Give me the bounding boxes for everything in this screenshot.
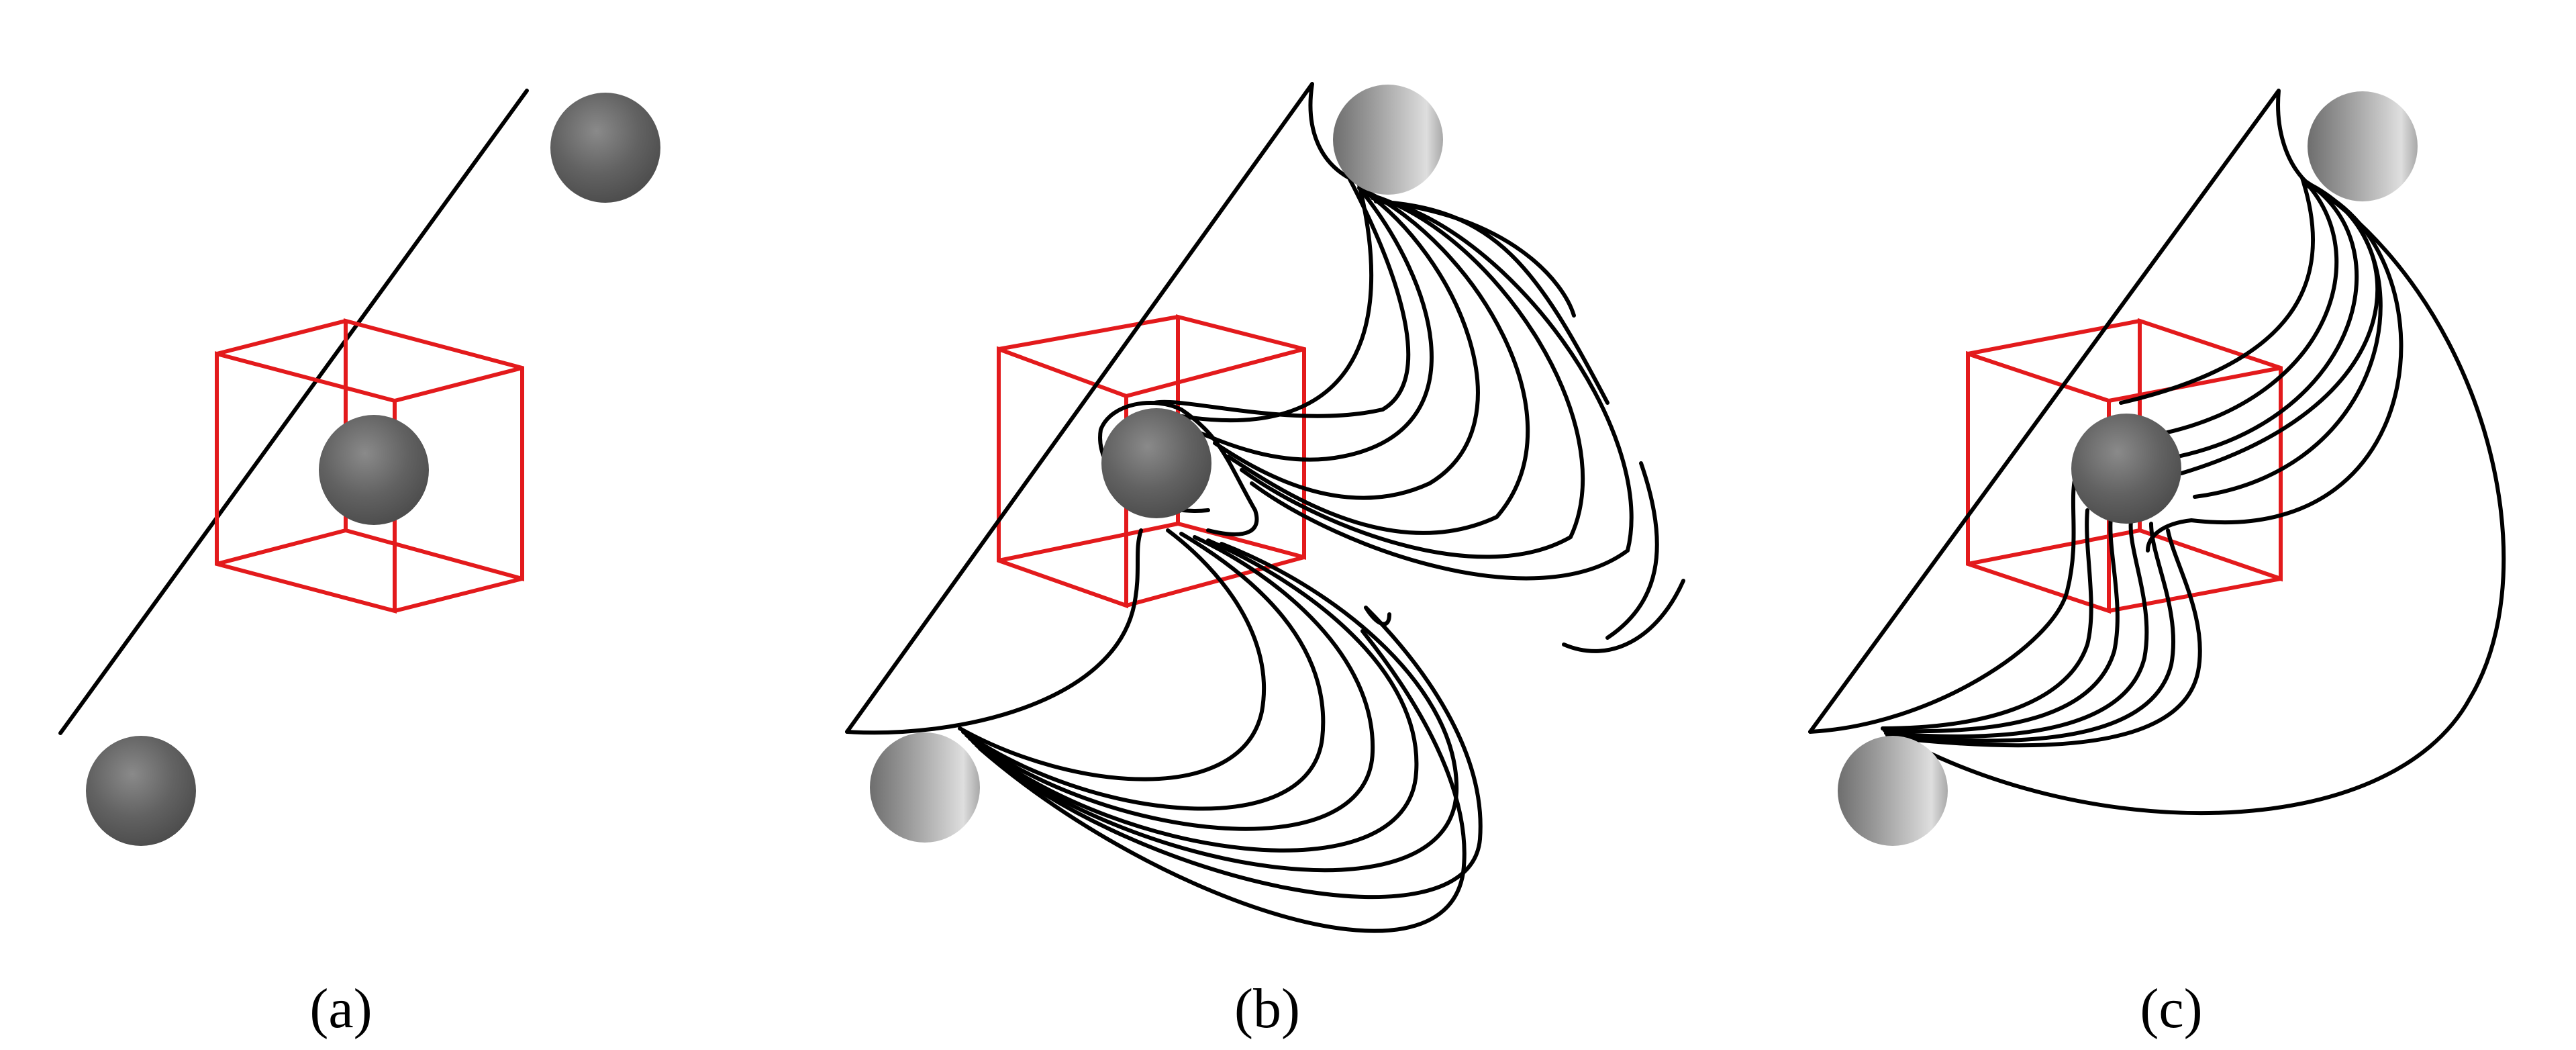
panel-b-curve xyxy=(975,606,1483,900)
panel-b-cube-edge xyxy=(998,522,1179,563)
panel-c-curve xyxy=(1881,179,2506,816)
panel-b-cube xyxy=(997,314,1306,609)
panel-b-trajectories xyxy=(845,82,1685,933)
panel-a-cube-edge xyxy=(216,319,346,356)
panel-c-curve xyxy=(1881,508,2093,730)
panel-b-curve xyxy=(1189,186,1434,462)
panel-b: (b) xyxy=(845,82,1685,1040)
panel-c: (c) xyxy=(1808,89,2506,1040)
panel-b-curve xyxy=(968,538,1419,853)
panel-c-sphere-center xyxy=(2071,414,2181,524)
panel-c-curve xyxy=(2163,178,2339,435)
panel-c-label: (c) xyxy=(2140,977,2202,1040)
panel-c-cube-edge xyxy=(2108,577,2281,613)
panel-a: (a) xyxy=(58,89,660,1040)
panel-b-curve xyxy=(958,528,1267,781)
panel-a-label: (a) xyxy=(309,977,372,1040)
panel-b-curve xyxy=(964,535,1375,831)
panel-c-trajectories xyxy=(1808,89,2506,816)
panel-c-curve xyxy=(1887,528,2202,748)
panel-a-cube-edge xyxy=(394,577,523,613)
panel-b-sphere-top xyxy=(1333,85,1443,195)
panel-c-curve xyxy=(1885,522,2176,743)
panel-c-cube-edge xyxy=(1967,319,2140,356)
panel-b-curve xyxy=(1374,199,1609,405)
panel-b-curve xyxy=(1179,183,1374,423)
panel-b-curve xyxy=(845,528,1143,735)
panel-b-cube-edge xyxy=(1126,347,1305,398)
panel-c-sphere-top xyxy=(2308,91,2418,201)
panel-a-diagonal-line xyxy=(58,89,529,735)
panel-b-curve xyxy=(845,82,1411,734)
panel-b-curve xyxy=(971,542,1459,873)
panel-c-curve xyxy=(1883,515,2120,734)
panel-b-curve xyxy=(961,532,1326,811)
panel-c-curve xyxy=(1808,89,2308,734)
panel-c-curve xyxy=(2193,183,2383,499)
panel-c-curve xyxy=(2146,185,2404,553)
panel-b-curve xyxy=(1605,461,1659,640)
panel-b-cube-edge xyxy=(1126,555,1305,608)
panel-a-sphere-center xyxy=(319,415,429,525)
panel-b-sphere-center xyxy=(1101,408,1211,518)
panel-a-cube-edge xyxy=(216,528,346,566)
panel-b-sphere-bottom xyxy=(870,732,980,843)
panel-b-curve xyxy=(1250,196,1634,581)
panel-c-curve xyxy=(2119,176,2316,405)
panel-a-sphere-bottom xyxy=(86,736,196,846)
panel-b-curve xyxy=(1562,579,1685,653)
panel-a-cube-edge xyxy=(394,366,523,403)
panel-a-sphere-top xyxy=(550,93,660,203)
panel-b-curve xyxy=(978,629,1467,933)
panel-b-curve xyxy=(1226,189,1530,535)
panel-c-sphere-bottom xyxy=(1838,736,1948,846)
panel-c-curve xyxy=(1808,468,2079,734)
panel-c-curve xyxy=(2176,179,2359,459)
panel-b-cube-edge xyxy=(998,315,1179,351)
panel-b-label: (b) xyxy=(1234,977,1300,1040)
panel-c-cube-edge xyxy=(2108,366,2281,403)
panel-b-curve xyxy=(1240,193,1585,559)
panel-b-curve xyxy=(1213,188,1480,500)
panel-c-curve xyxy=(1884,518,2149,738)
